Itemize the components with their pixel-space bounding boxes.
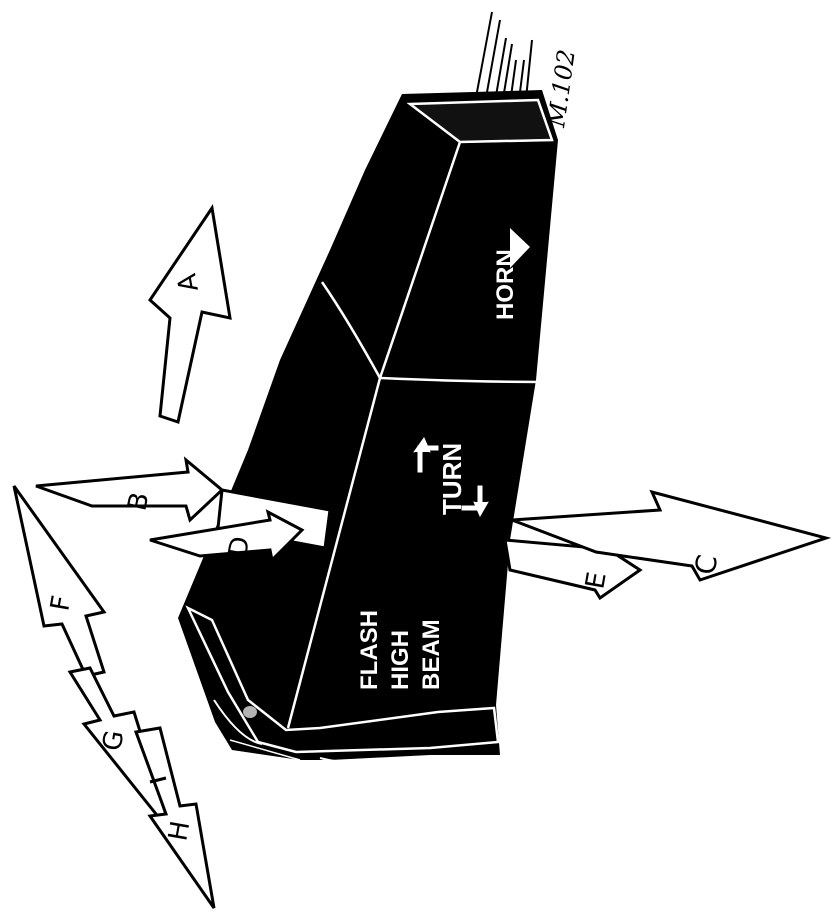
beam-label: BEAM bbox=[418, 619, 445, 690]
figure-reference: M.102 bbox=[542, 48, 581, 130]
high-label: HIGH bbox=[387, 630, 414, 690]
arrow-h: H bbox=[136, 728, 214, 908]
arrow-a: A bbox=[150, 208, 230, 422]
arrow-f: F bbox=[14, 486, 104, 676]
flash-label: FLASH bbox=[356, 610, 383, 690]
turn-label: TURN bbox=[437, 443, 467, 515]
horn-label: HORN bbox=[492, 249, 519, 320]
